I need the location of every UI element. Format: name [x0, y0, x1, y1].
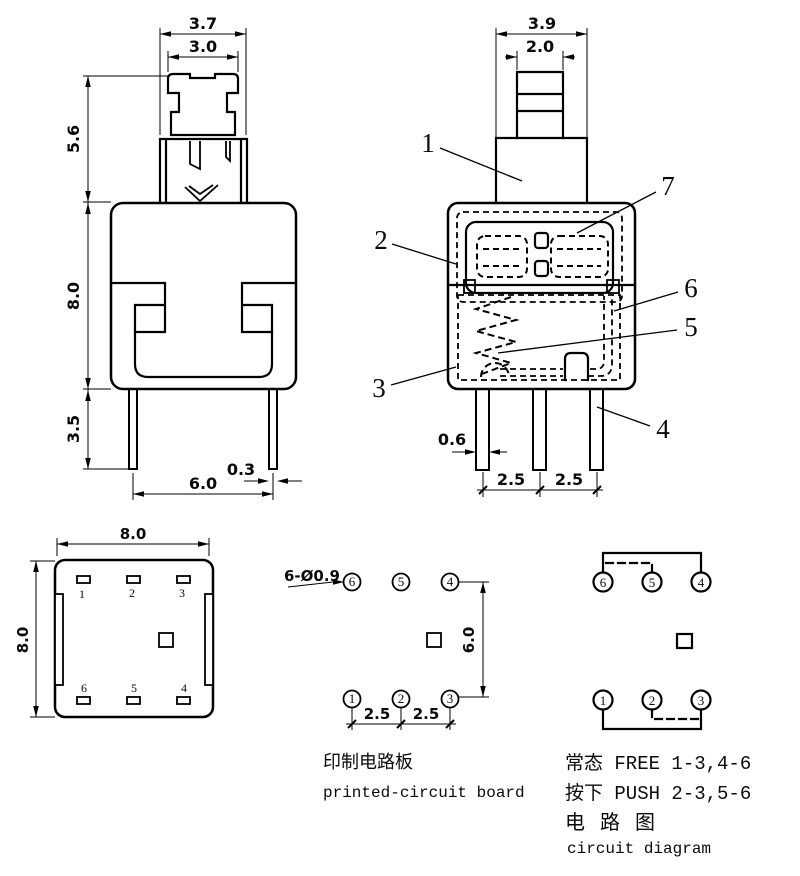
captions: 印制电路板 printed-circuit board 常态 FREE 1-3,… — [323, 752, 751, 858]
side-dim-pitch-right: 2.5 — [555, 470, 583, 489]
front-pin-right — [268, 388, 278, 470]
pcb-hole-4 — [440, 572, 460, 592]
pcb-dim-pitch-right: 2.5 — [413, 705, 440, 723]
pcb-hole-5 — [391, 572, 411, 592]
front-view: 3.7 3.0 5.6 8.0 3.5 6.0 0.3 — [64, 14, 302, 500]
callout-6: 6 — [684, 273, 698, 303]
bottom-view: 1 2 3 6 5 4 8.0 8.0 — [14, 525, 215, 719]
pcb-layout: 6 5 4 1 2 3 6-Ø0.9 6.0 2.5 2.5 — [284, 567, 489, 730]
front-body — [109, 201, 298, 391]
side-view: 1 2 3 4 5 6 7 3.9 2.0 0.6 2.5 2.5 — [372, 14, 698, 497]
bottom-slot-left — [54, 593, 64, 686]
svg-text:4: 4 — [698, 575, 705, 590]
callout-1: 1 — [421, 128, 435, 158]
circuit-terminal-1 — [592, 689, 614, 711]
circuit-state-free: 常态 FREE 1-3,4-6 — [565, 752, 751, 775]
svg-text:2: 2 — [649, 693, 656, 708]
side-plunger — [494, 136, 589, 205]
circuit-caption-en: circuit diagram — [567, 840, 711, 858]
svg-text:3: 3 — [698, 693, 705, 708]
svg-text:3: 3 — [447, 691, 454, 706]
circuit-terminal-2 — [641, 689, 663, 711]
front-stem — [158, 137, 249, 205]
side-plunger-tip — [515, 70, 565, 140]
side-contact-window-left — [476, 235, 528, 278]
pcb-center-hole — [426, 632, 442, 648]
side-contact-window-right — [550, 235, 609, 278]
svg-text:6: 6 — [349, 574, 356, 589]
svg-text:5: 5 — [398, 574, 405, 589]
circuit-caption-zh: 电 路 图 — [565, 811, 660, 834]
front-dim-stem-width: 3.7 — [189, 14, 217, 33]
bottom-center-boss — [158, 632, 174, 648]
callout-5: 5 — [684, 312, 698, 342]
pcb-hole-2 — [391, 689, 411, 709]
circuit-center-boss — [675, 632, 694, 650]
callout-3: 3 — [372, 373, 386, 403]
side-pin-1 — [475, 388, 490, 471]
pcb-dim-pitch-left: 2.5 — [364, 705, 391, 723]
svg-text:5: 5 — [649, 575, 656, 590]
svg-text:1: 1 — [349, 691, 356, 706]
pcb-hole-note: 6-Ø0.9 — [284, 567, 340, 585]
callout-2: 2 — [374, 225, 388, 255]
bottom-slot-right — [204, 593, 214, 686]
pcb-caption-en: printed-circuit board — [323, 784, 525, 802]
front-pin-left — [128, 388, 138, 470]
circuit-terminal-3 — [690, 689, 712, 711]
front-dim-pin-span: 6.0 — [189, 474, 217, 493]
front-button-cap — [166, 72, 240, 137]
svg-text:4: 4 — [447, 574, 454, 589]
circuit-terminal-5 — [641, 571, 663, 593]
side-dim-stem-width: 3.9 — [528, 14, 556, 33]
side-spring — [472, 296, 520, 375]
front-dim-cap-width: 3.0 — [189, 37, 217, 56]
svg-text:6: 6 — [600, 575, 607, 590]
pcb-caption-zh: 印制电路板 — [323, 752, 413, 772]
front-dim-body-height: 8.0 — [64, 282, 83, 310]
side-dim-tip-width: 2.0 — [526, 37, 554, 56]
svg-text:1: 1 — [600, 693, 607, 708]
side-body — [446, 201, 637, 391]
bottom-dim-height: 8.0 — [14, 627, 32, 654]
callout-4: 4 — [656, 414, 670, 444]
pcb-dim-row-span: 6.0 — [460, 627, 478, 654]
circuit-terminal-6 — [592, 571, 614, 593]
circuit-state-push: 按下 PUSH 2-3,5-6 — [565, 782, 751, 805]
side-pin-3 — [589, 388, 604, 471]
bottom-pad-4: 4 — [181, 681, 187, 695]
side-dim-pitch-left: 2.5 — [497, 470, 525, 489]
front-dim-pin-length: 3.5 — [64, 415, 83, 443]
front-dim-pin-width: 0.3 — [227, 460, 255, 479]
pcb-hole-6 — [342, 572, 362, 592]
side-pin-2 — [532, 388, 547, 471]
bottom-dim-width: 8.0 — [120, 525, 147, 543]
circuit-terminal-4 — [690, 571, 712, 593]
side-dim-pin-width: 0.6 — [438, 430, 466, 449]
pcb-hole-1 — [342, 689, 362, 709]
circuit-diagram: 6 5 4 1 2 3 — [592, 551, 712, 731]
bottom-pad-1: 1 — [79, 587, 85, 601]
bottom-pad-6: 6 — [81, 681, 87, 695]
front-dim-button-height: 5.6 — [64, 125, 83, 153]
callout-7: 7 — [661, 171, 675, 201]
bottom-pad-5: 5 — [131, 681, 137, 695]
pcb-hole-3 — [440, 689, 460, 709]
bottom-pad-3: 3 — [179, 586, 185, 600]
svg-text:2: 2 — [398, 691, 405, 706]
bottom-pad-2: 2 — [129, 586, 135, 600]
